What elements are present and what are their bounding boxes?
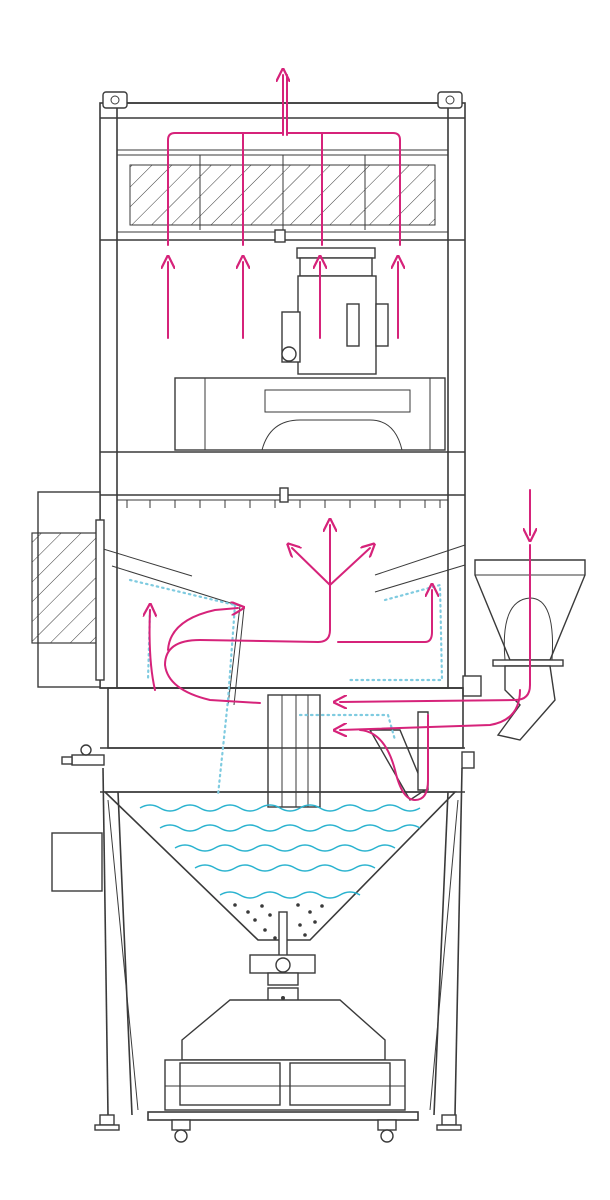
sediment-particles: [233, 903, 324, 940]
tray-left: [179, 1062, 281, 1106]
fan-motor-module: [174, 247, 446, 451]
tray-right: [289, 1062, 391, 1106]
water-surface: [139, 804, 421, 899]
motor-cap: [296, 247, 376, 259]
airflow-arrows: [150, 75, 530, 801]
lifting-lug-right: [437, 91, 463, 109]
inlet-hopper: [462, 559, 586, 741]
fan-housing: [174, 377, 446, 451]
collection-trays: [147, 999, 419, 1121]
motor-knob: [281, 346, 297, 362]
casters: [171, 1119, 397, 1143]
tank-section: [51, 687, 475, 1116]
leveling-feet: [94, 1114, 462, 1131]
center-duct: [267, 694, 321, 808]
side-control-box: [31, 491, 105, 688]
baffle-teeth: [126, 500, 441, 508]
filter-module: [117, 149, 448, 243]
lifting-lug-left: [102, 91, 128, 109]
drain-valve: [61, 744, 105, 766]
separation-chamber: [99, 487, 466, 706]
motor-body: [297, 275, 377, 375]
